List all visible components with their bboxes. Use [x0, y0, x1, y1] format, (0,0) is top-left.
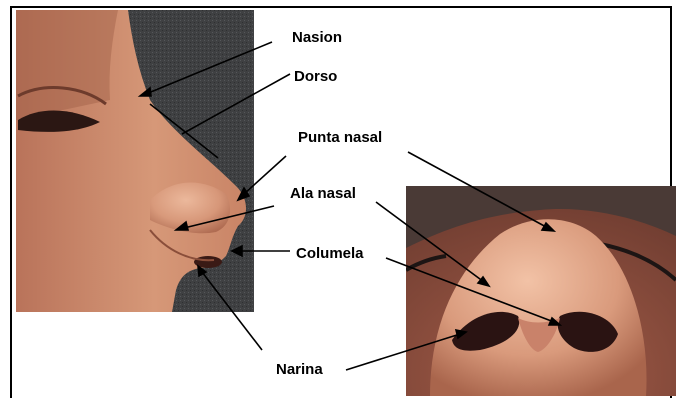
label-columela: Columela [296, 245, 364, 262]
label-narina: Narina [276, 361, 323, 378]
label-dorso: Dorso [294, 68, 337, 85]
profile-photo [16, 10, 254, 312]
label-nasion: Nasion [292, 29, 342, 46]
label-punta-nasal: Punta nasal [298, 129, 382, 146]
label-ala-nasal: Ala nasal [290, 185, 356, 202]
base-view-photo [406, 186, 676, 396]
